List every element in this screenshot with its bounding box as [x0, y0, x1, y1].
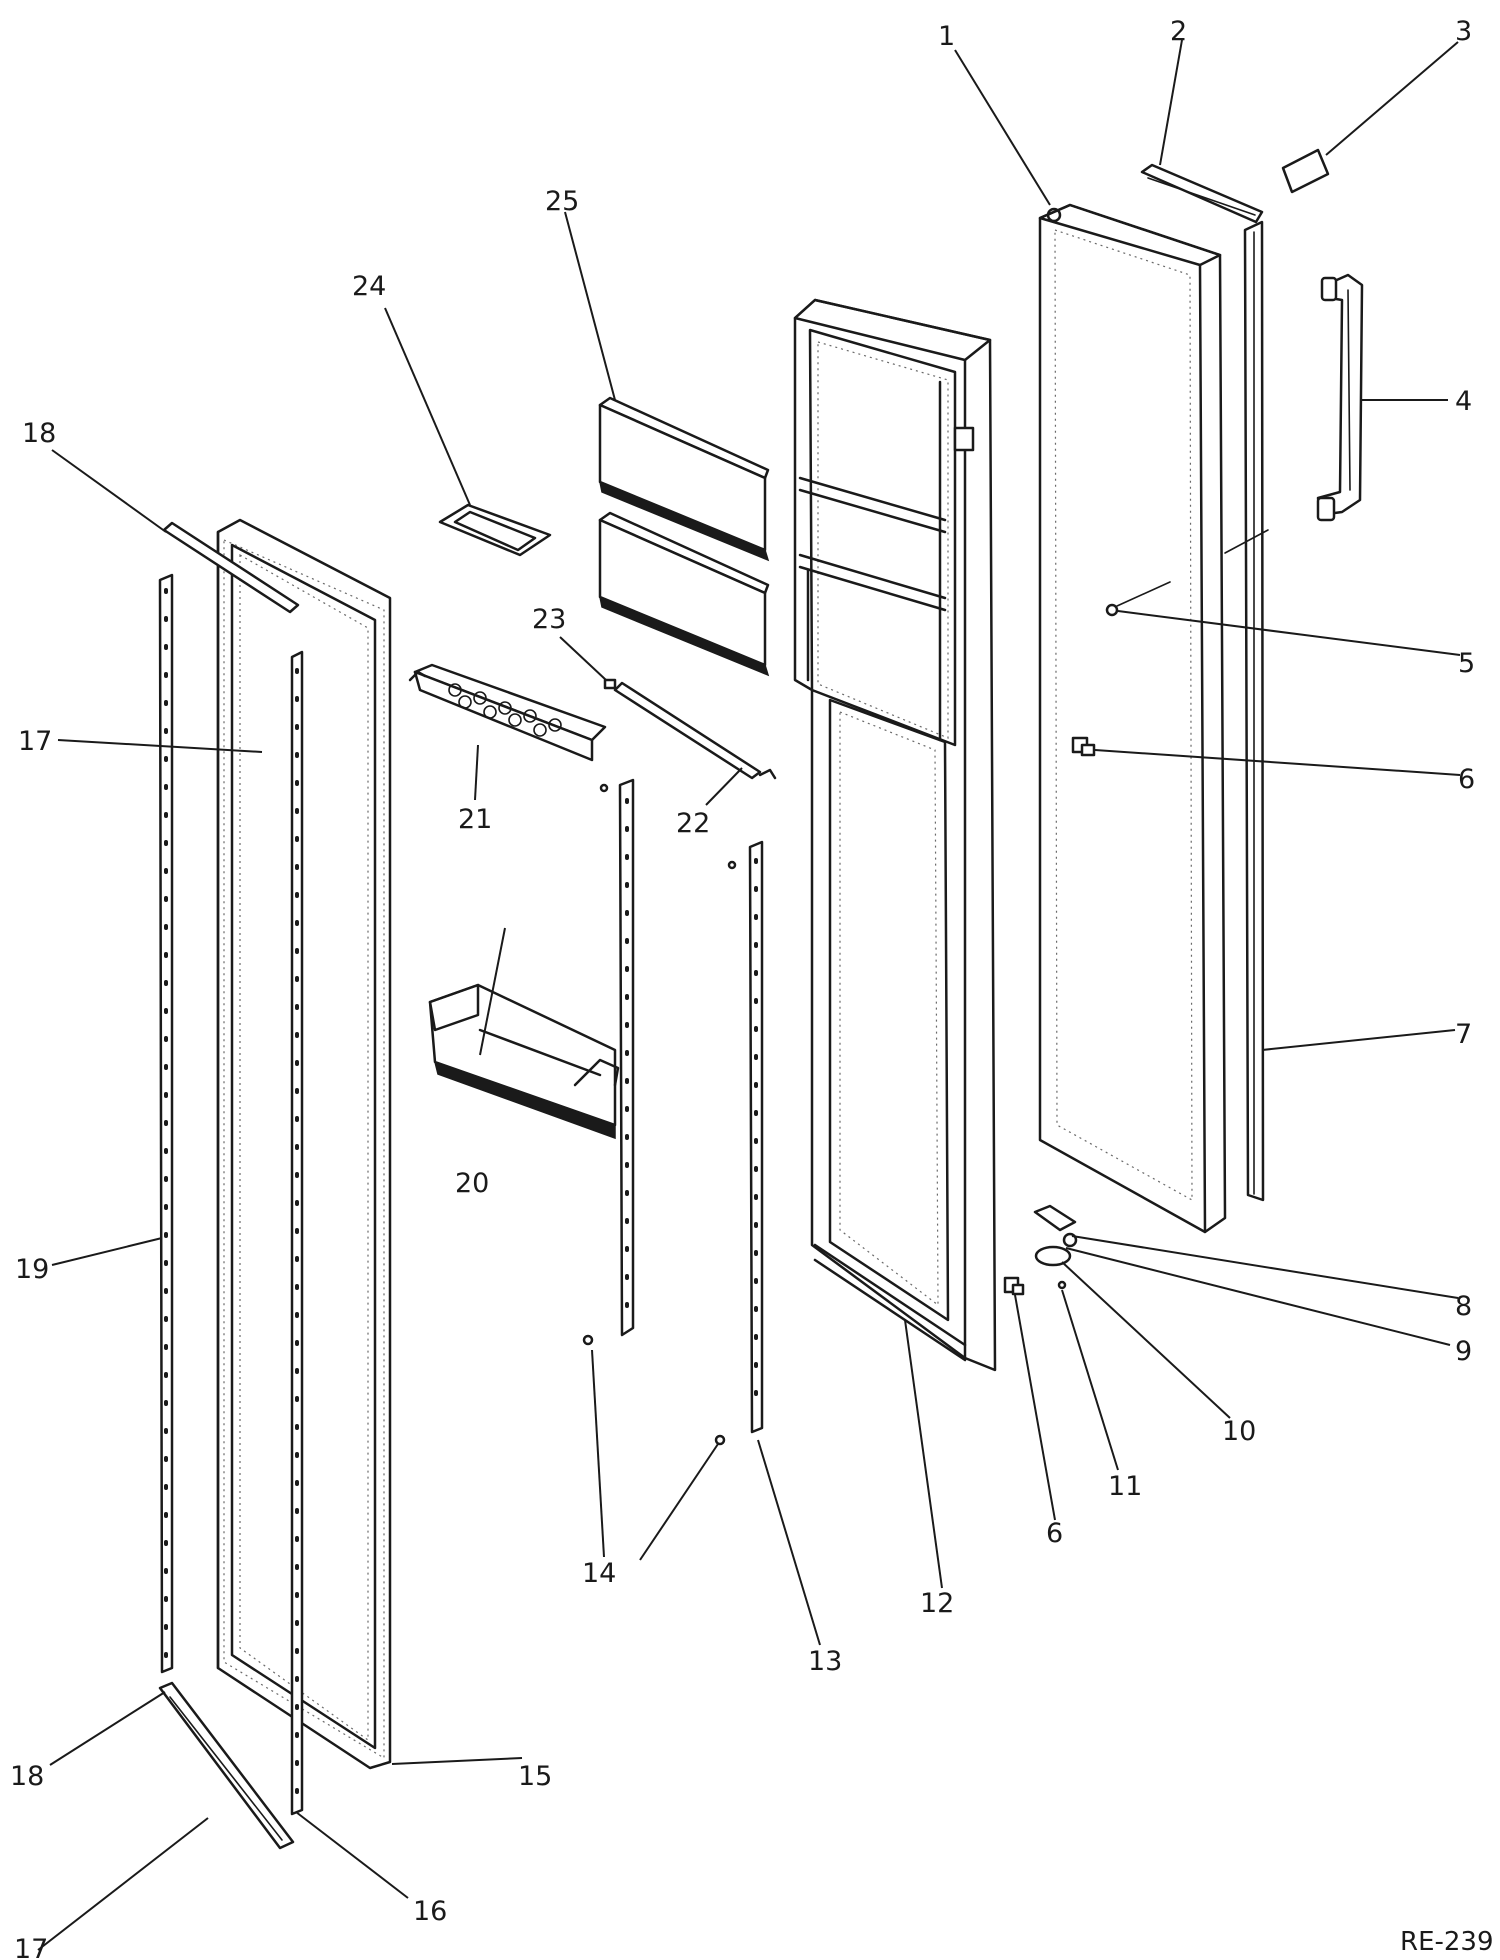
part-19-door-strip [158, 573, 174, 1674]
callout-9: 9 [1455, 1336, 1472, 1367]
callout-11: 11 [1108, 1471, 1142, 1502]
part-13-rail-left [582, 778, 635, 1346]
callout-14-right: 14 [582, 1558, 616, 1589]
callout-20: 20 [455, 1168, 489, 1199]
part-24-shelf-tray [438, 503, 552, 557]
part-21-egg-tray [408, 663, 607, 762]
callout-7: 7 [1455, 1019, 1472, 1050]
callout-8: 8 [1455, 1291, 1472, 1322]
callout-2: 2 [1170, 16, 1187, 47]
part-23-end-caps [603, 678, 777, 780]
part-18-lower-trim [158, 1681, 295, 1850]
callout-24: 24 [352, 271, 386, 302]
callout-3: 3 [1455, 16, 1472, 47]
part-22-rail-bar [613, 681, 762, 780]
part-7-side-trim [1243, 220, 1265, 1202]
part-1-outer-door-panel [1038, 203, 1227, 1234]
callout-23: 23 [532, 604, 566, 635]
part-5-screw [1105, 581, 1171, 617]
figure-reference: RE-239 [1400, 1927, 1494, 1957]
callout-17-upper: 17 [18, 726, 52, 757]
callout-1: 1 [938, 21, 955, 52]
callout-6-lower: 6 [1046, 1518, 1063, 1549]
part-20-large-door-bin [428, 983, 620, 1140]
part-6-clip-upper [1071, 736, 1096, 757]
callout-17-lower: 17 [14, 1934, 48, 1960]
callout-4: 4 [1455, 386, 1472, 417]
part-15-door-gasket [216, 518, 392, 1770]
callout-18-lower: 18 [10, 1761, 44, 1792]
callout-labels: 1 2 3 4 5 6 7 8 9 10 11 6 12 13 14 15 16… [10, 16, 1475, 1960]
part-6-clip-lower [1003, 1276, 1025, 1296]
leader-lines [37, 39, 1461, 1951]
callout-12: 12 [920, 1588, 954, 1619]
callout-18-upper: 18 [22, 418, 56, 449]
part-4-door-handle [1316, 273, 1364, 522]
callout-13: 13 [808, 1646, 842, 1677]
callout-22: 22 [676, 808, 710, 839]
handle-screw-line [1224, 529, 1269, 554]
part-3-nameplate [1281, 148, 1330, 194]
callout-6-upper: 6 [1458, 764, 1475, 795]
part-13-rail-right [714, 840, 764, 1446]
part-8-hinge [1033, 1204, 1077, 1232]
part-25-door-bins [598, 396, 770, 677]
part-16-breaker-strip [290, 650, 304, 1816]
callout-25: 25 [545, 186, 579, 217]
callout-5: 5 [1458, 648, 1475, 679]
part-18-upper-trim [162, 521, 300, 614]
callout-21: 21 [458, 804, 492, 835]
part-2-top-trim [1140, 163, 1264, 224]
callout-19: 19 [15, 1254, 49, 1285]
callout-15: 15 [518, 1761, 552, 1792]
callout-10: 10 [1222, 1416, 1256, 1447]
part-10-washer [1034, 1245, 1072, 1267]
callout-16: 16 [413, 1896, 447, 1927]
part-12-inner-door-liner [793, 298, 997, 1372]
part-11-screw [1057, 1280, 1067, 1290]
